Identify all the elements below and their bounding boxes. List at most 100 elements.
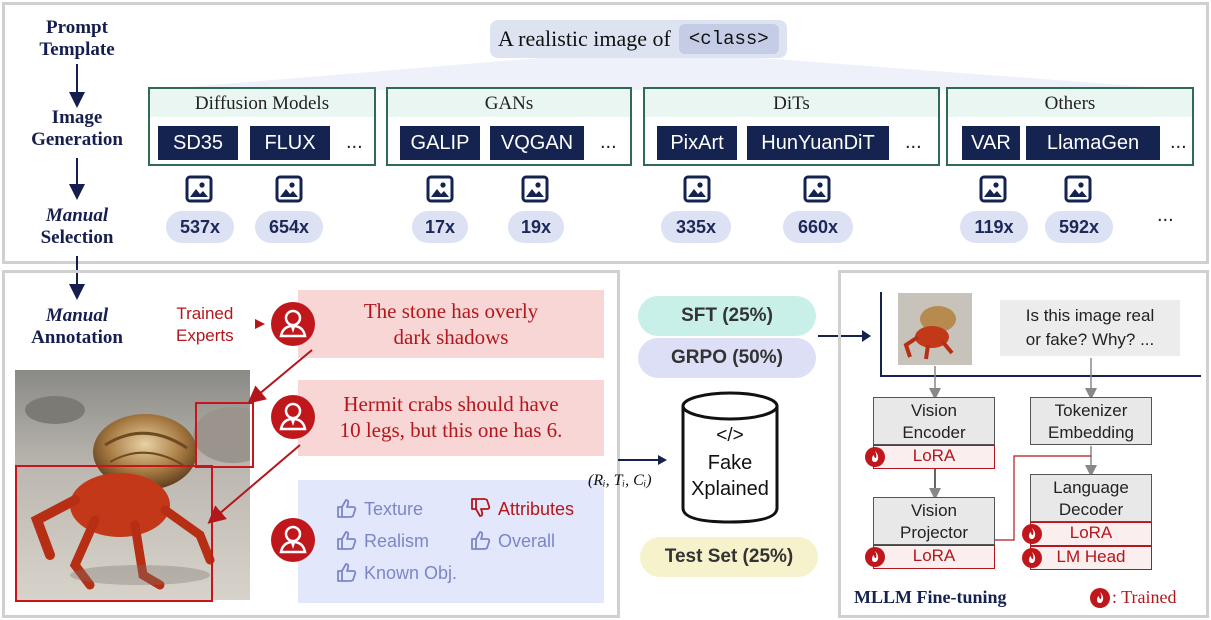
model-chip-vqgan: VQGAN: [490, 126, 584, 160]
step-image-generation-line2: Generation: [31, 129, 123, 150]
image-icon: [803, 175, 831, 203]
thumbs-down-icon: [470, 497, 492, 519]
trained-legend: : Trained: [1112, 587, 1177, 607]
comment-shadows-line2: dark shadows: [393, 325, 509, 349]
attr-attributes: Attributes: [498, 499, 575, 519]
thumbs-up-icon: [336, 497, 358, 519]
prompt-template-box: A realistic image of <class>: [490, 20, 787, 58]
image-icon: [979, 175, 1007, 203]
image-icon: [683, 175, 711, 203]
attr-known-obj: Known Obj.: [364, 563, 458, 583]
dataset-code-glyph: </>: [716, 425, 744, 446]
step-prompt-template: Prompt Template: [18, 17, 136, 61]
class-token: <class>: [678, 24, 779, 54]
stone-highlight-box: [195, 402, 254, 468]
tokenizer-line2: Embedding: [1047, 423, 1134, 442]
step-manual-selection-word: Manual: [45, 205, 109, 226]
language-decoder-line1: Language: [1053, 478, 1129, 497]
count-llamagen: 592x: [1045, 211, 1113, 243]
vision-encoder-line2: Encoder: [902, 423, 966, 442]
more-models: ...: [346, 131, 363, 153]
attr-texture: Texture: [364, 499, 424, 519]
count-vqgan: 19x: [508, 211, 564, 243]
model-chip-galip: GALIP: [400, 126, 480, 160]
input-frame: [880, 292, 1201, 377]
legs-highlight-box: [15, 465, 213, 602]
comment-legs-line2: 10 legs, but this one has 6.: [339, 418, 563, 442]
vision-projector-line1: Vision: [911, 501, 957, 520]
arrow-to-dataset: [618, 455, 667, 465]
image-icon: [1064, 175, 1092, 203]
question-line2: or fake? Why? ...: [1025, 330, 1155, 349]
generation-panel: [2, 2, 1209, 264]
language-decoder-line2: Decoder: [1058, 500, 1124, 519]
count-sd35: 537x: [166, 211, 234, 243]
comment-shadows-line1: The stone has overly: [363, 299, 539, 323]
comment-legs-line1: Hermit crabs should have: [343, 392, 559, 416]
vision-projector-line2: Projector: [899, 523, 969, 542]
group-dits: DiTs PixArt HunYuanDiT ...: [643, 87, 940, 166]
group-title: Others: [948, 89, 1192, 117]
split-test: Test Set (25%): [640, 537, 818, 577]
step-manual-selection-line2: Selection: [40, 227, 114, 248]
group-diffusion-models: Diffusion Models SD35 FLUX ...: [148, 87, 376, 166]
lora-label: LoRA: [1069, 523, 1113, 542]
lora-vision-encoder: LoRA: [873, 445, 995, 469]
dataset-name-line1: Fake: [707, 452, 753, 474]
group-others: Others VAR LlamaGen ...: [946, 87, 1194, 166]
finetune-title: MLLM Fine-tuning: [854, 587, 1007, 607]
lora-label: LoRA: [912, 446, 956, 465]
tokenizer-line1: Tokenizer: [1054, 401, 1128, 420]
trained-flame-icon: [865, 447, 885, 467]
split-grpo: GRPO (50%): [638, 338, 816, 378]
model-chip-flux: FLUX: [250, 126, 330, 160]
vision-projector-box: Vision Projector: [873, 497, 995, 545]
step-arrows: [69, 64, 85, 300]
group-gans: GANs GALIP VQGAN ...: [386, 87, 632, 166]
comment-bubble-shadows: The stone has overly dark shadows: [298, 290, 604, 358]
count-hunyuandit: 660x: [783, 211, 853, 243]
step-manual-annotation-word: Manual: [45, 305, 109, 326]
counts-more: ...: [1157, 204, 1174, 226]
count-flux: 654x: [255, 211, 323, 243]
trained-experts-label: Trained Experts: [176, 303, 234, 347]
step-manual-annotation: Manual Annotation: [18, 305, 136, 349]
tokenizer-box: Tokenizer Embedding: [1030, 397, 1152, 445]
arrow-to-stone: [247, 349, 313, 404]
more-models: ...: [600, 131, 617, 153]
question-box: Is this image real or fake? Why? ...: [1000, 300, 1180, 356]
split-sft: SFT (25%): [638, 296, 816, 336]
crab-thumbnail: [898, 293, 972, 365]
step-image-generation-line1: Image: [51, 107, 103, 128]
crab-photo: [15, 370, 250, 600]
lora-language-decoder: LoRA: [1030, 522, 1152, 546]
step-image-generation: Image Generation: [18, 107, 136, 151]
experts-pointer-icon: [255, 319, 265, 329]
lm-head: LM Head: [1030, 546, 1152, 570]
trained-flame-icon: [1022, 548, 1042, 568]
model-chip-var: VAR: [962, 126, 1020, 160]
arrow-to-legs: [207, 444, 301, 524]
lora-label: LoRA: [912, 546, 956, 565]
vision-encoder-box: Vision Encoder: [873, 397, 995, 445]
step-manual-selection: Manual Selection: [18, 205, 136, 249]
lora-vision-projector: LoRA: [873, 545, 995, 569]
attributes-box: [298, 480, 604, 603]
thumbs-up-icon: [336, 529, 358, 551]
thumbs-up-icon: [470, 529, 492, 551]
annotation-arrows: [207, 349, 313, 524]
step-prompt-template-line1: Prompt: [46, 17, 108, 38]
dataset-tuple: (Rᵢ, Tᵢ, Cᵢ): [588, 472, 652, 489]
more-models: ...: [1170, 131, 1187, 153]
dataset-cylinder-icon: [681, 391, 779, 524]
language-decoder-box: Language Decoder: [1030, 474, 1152, 522]
trained-flame-icon: [865, 547, 885, 567]
trained-flame-icon: [1022, 524, 1042, 544]
step-manual-annotation-line2: Annotation: [31, 327, 123, 348]
group-title: GANs: [388, 89, 630, 117]
step-manual-selection-line1: Manual: [18, 205, 136, 227]
legend-flame-icon: [1090, 588, 1110, 608]
group-title: DiTs: [645, 89, 938, 117]
attr-overall: Overall: [498, 531, 556, 551]
step-prompt-template-line2: Template: [39, 39, 115, 60]
